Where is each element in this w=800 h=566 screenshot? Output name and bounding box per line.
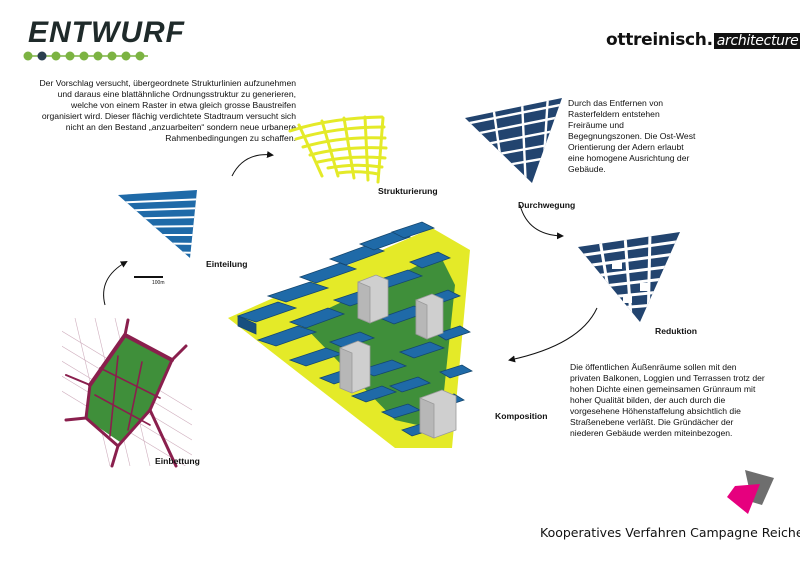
einteilung-diagram bbox=[118, 190, 197, 258]
label-einteilung: Einteilung bbox=[206, 259, 248, 269]
komposition-diagram bbox=[228, 221, 473, 448]
komposition-paragraph: Die öffentlichen Äußenräume sollen mit d… bbox=[570, 362, 765, 438]
reduktion-diagram bbox=[578, 232, 680, 322]
durchwegung-paragraph: Durch das Entfernen von Rasterfeldern en… bbox=[568, 98, 696, 174]
brand-name: ottreinisch. bbox=[606, 30, 713, 50]
label-komposition: Komposition bbox=[495, 411, 548, 421]
title-dots-decoration bbox=[23, 51, 148, 61]
footer-title: Kooperatives Verfahren Campagne Reichena… bbox=[540, 525, 800, 540]
strukturierung-diagram bbox=[288, 115, 388, 184]
label-einbettung: Einbettung bbox=[155, 456, 200, 466]
brand-logo: ottreinisch.architecture bbox=[606, 30, 800, 50]
label-strukturierung: Strukturierung bbox=[378, 186, 438, 196]
label-durchwegung: Durchwegung bbox=[518, 200, 576, 210]
corner-logo bbox=[727, 470, 774, 514]
page-title: ENTWURF bbox=[28, 16, 185, 49]
einbettung-diagram bbox=[62, 318, 192, 468]
scale-label: 100m bbox=[152, 280, 165, 286]
label-reduktion: Reduktion bbox=[655, 326, 698, 336]
durchwegung-diagram bbox=[465, 98, 562, 183]
intro-paragraph: Der Vorschlag versucht, übergeordnete St… bbox=[39, 78, 296, 143]
flow-arrows bbox=[103, 150, 598, 363]
brand-tag: architecture bbox=[713, 33, 800, 49]
